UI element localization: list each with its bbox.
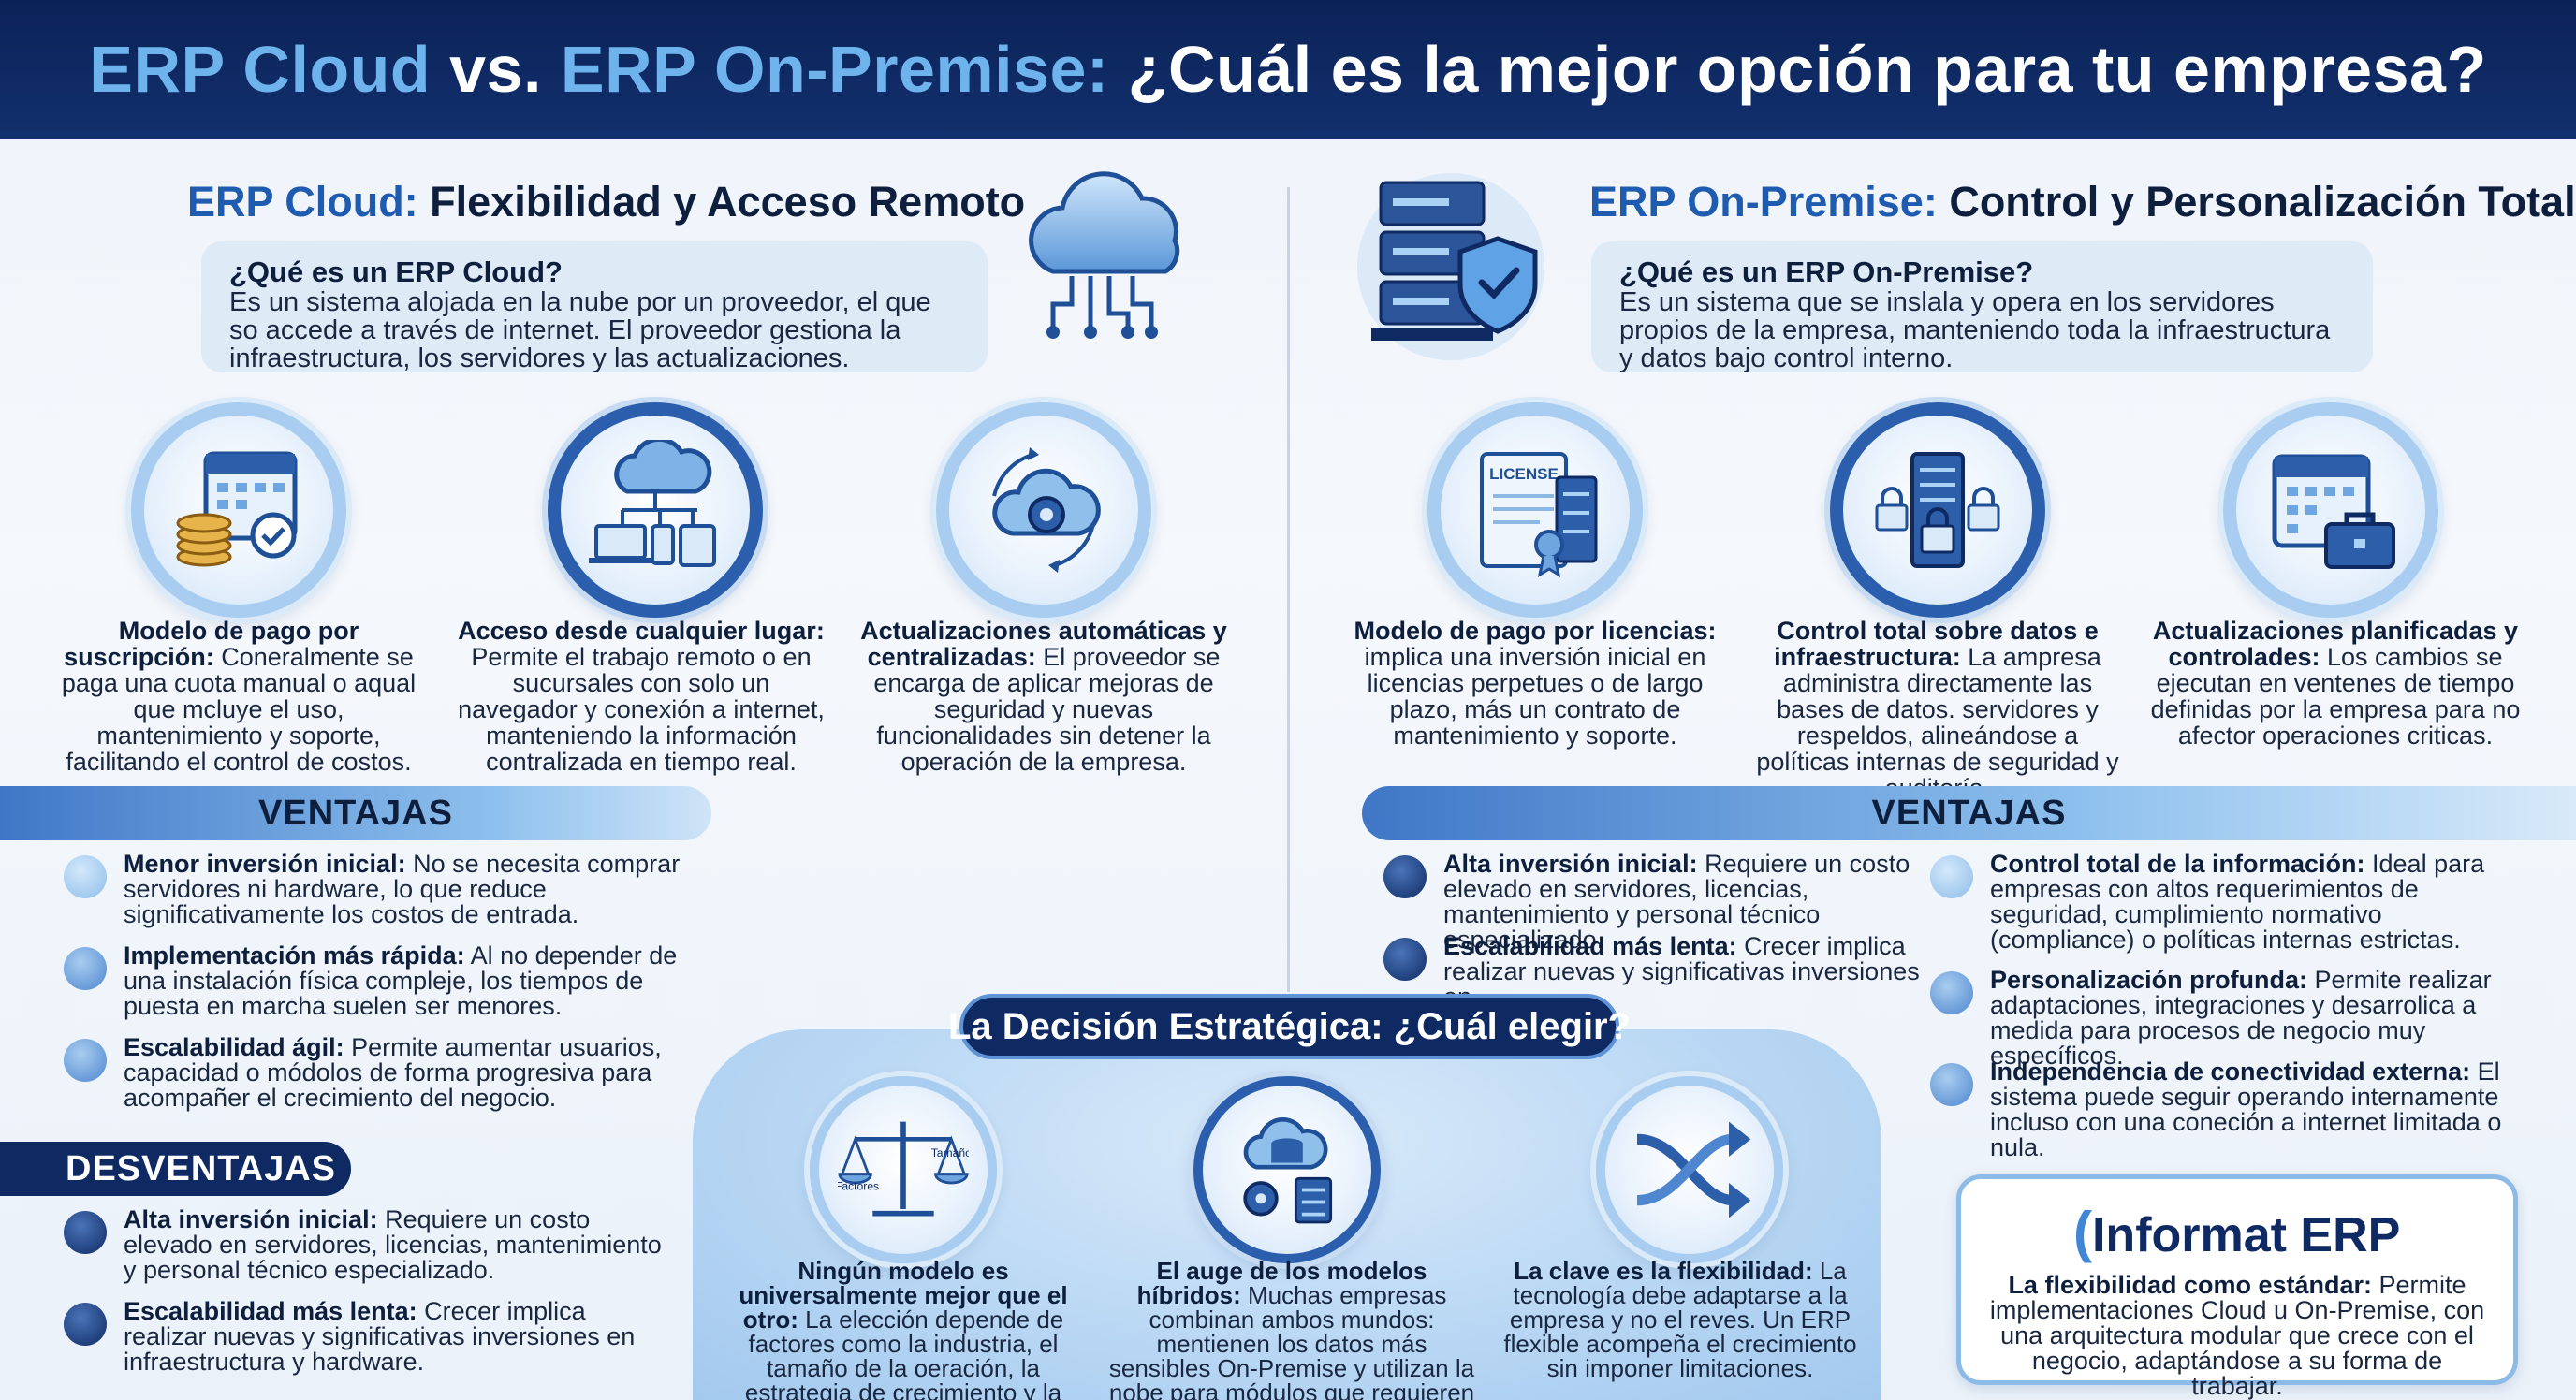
onprem-section-title: ERP On-Premise: Control y Personalizació… xyxy=(1589,178,2576,226)
flexibility-circle xyxy=(1596,1076,1783,1263)
onprem-advantage-item: Escalabilidad más lenta: Crecer implica … xyxy=(1383,934,1936,1010)
onprem-advantage-item: Independencia de conectividad externa: E… xyxy=(1930,1059,2510,1160)
calendar-coins-icon xyxy=(176,451,298,567)
bullet-dot xyxy=(64,1211,107,1254)
server-locks-icon xyxy=(1875,452,2000,568)
cloud-disadvantage-item: Escalabilidad más lenta: Crecer implica … xyxy=(64,1299,663,1375)
remote-access-feature-text: Acceso desde cualquier lugar: Permite el… xyxy=(458,617,825,776)
cloud-section-title: ERP Cloud: Flexibilidad y Acceso Remoto xyxy=(187,178,1026,226)
cloud-definition-text: Es un sistema alojada en la nube por un … xyxy=(229,287,931,373)
hybrid-cloud-server-icon xyxy=(1243,1116,1333,1224)
cloud-network-icon xyxy=(1016,159,1193,374)
data-control-feature-text: Control total sobre datos e infraestruct… xyxy=(1756,617,2119,801)
balance-scale-icon: Factores Tamaño xyxy=(838,1121,969,1217)
cloud-disadvantage-item: Alta inversión inicial: Requiere un cost… xyxy=(64,1207,663,1283)
hybrid-models-circle xyxy=(1193,1076,1381,1263)
bullet-dot xyxy=(1930,971,1973,1014)
planned-updates-circle xyxy=(2223,402,2438,618)
server-shield-icon xyxy=(1348,168,1563,365)
cloud-gear-sync-icon xyxy=(992,447,1101,573)
subscription-feature-text: Modelo de pago por suscripción: Coneralm… xyxy=(61,617,417,776)
bullet-dot xyxy=(64,1303,107,1346)
remote-access-circle xyxy=(548,402,763,618)
cloud-definition-question: ¿Qué es un ERP Cloud? xyxy=(229,255,563,288)
shuffle-arrows-icon xyxy=(1636,1121,1751,1218)
header-banner: ERP Cloud vs. ERP On-Premise: ¿Cuál es l… xyxy=(0,0,2576,139)
cloud-definition-box: ¿Qué es un ERP Cloud? Es un sistema aloj… xyxy=(201,241,988,372)
bullet-dot xyxy=(64,855,107,898)
onprem-advantage-item: Alta inversión inicial: Requiere un cost… xyxy=(1383,852,1936,953)
bullet-dot xyxy=(64,1039,107,1082)
decision-factors-text: Ningún modelo es universalmente mejor qu… xyxy=(739,1257,1068,1400)
scale-right-label: Tamaño xyxy=(931,1146,969,1159)
bullet-dot xyxy=(64,947,107,990)
cloud-advantage-item: Implementación más rápida: Al no depende… xyxy=(64,943,700,1019)
onprem-definition-question: ¿Qué es un ERP On-Premise? xyxy=(1619,255,2034,288)
informat-erp-card: (Informat ERP La flexibilidad como están… xyxy=(1956,1174,2518,1399)
automatic-updates-feature-text: Actualizaciones automáticas y centraliza… xyxy=(860,617,1227,776)
onprem-advantages-header: VENTAJAS xyxy=(1362,786,2576,840)
onprem-definition-box: ¿Qué es un ERP On-Premise? Es un sistema… xyxy=(1591,241,2373,372)
informat-erp-description: La flexibilidad como estándar: Permite i… xyxy=(1989,1271,2485,1400)
scale-left-label: Factores xyxy=(838,1179,879,1192)
hybrid-models-text: El auge de los modelos híbridos: Muchas … xyxy=(1108,1257,1475,1400)
page-title: ERP Cloud vs. ERP On-Premise: ¿Cuál es l… xyxy=(89,32,2486,107)
bullet-dot xyxy=(1383,855,1427,898)
decision-factors-circle: Factores Tamaño xyxy=(810,1076,997,1263)
informat-erp-logo: (Informat ERP xyxy=(2073,1201,2401,1263)
bullet-dot xyxy=(1930,1063,1973,1106)
cloud-advantages-header: VENTAJAS xyxy=(0,786,711,840)
cloud-advantage-item: Menor inversión inicial: No se necesita … xyxy=(64,852,700,927)
title-cloud: ERP Cloud xyxy=(89,33,432,106)
planned-updates-feature-text: Actualizaciones planificadas y controlad… xyxy=(2150,617,2521,750)
onprem-advantage-item: Control total de la información: Ideal p… xyxy=(1930,852,2510,953)
bullet-dot xyxy=(1383,938,1427,981)
license-label: LICENSE xyxy=(1489,465,1559,483)
onprem-advantage-item: Personalización profunda: Permite realiz… xyxy=(1930,968,2510,1069)
data-control-circle xyxy=(1830,402,2045,618)
subscription-payment-circle xyxy=(131,402,346,618)
cloud-advantage-item: Escalabilidad ágil: Permite aumentar usu… xyxy=(64,1035,700,1111)
flexibility-text: La clave es la flexibilidad: La tecnolog… xyxy=(1503,1257,1857,1382)
title-vs: vs. xyxy=(431,33,561,106)
license-feature-text: Modelo de pago por licencias: implica un… xyxy=(1354,617,1717,750)
bullet-dot xyxy=(1930,855,1973,898)
cloud-disadvantages-header: DESVENTAJAS xyxy=(0,1142,351,1196)
center-divider xyxy=(1287,187,1290,992)
calendar-toolbox-icon xyxy=(2272,454,2395,569)
license-payment-circle: LICENSE xyxy=(1427,402,1643,618)
cloud-devices-icon xyxy=(589,440,716,567)
license-document-icon: LICENSE xyxy=(1480,452,1598,578)
decision-section-title: La Decisión Estratégica: ¿Cuál elegir? xyxy=(948,994,1631,1059)
automatic-updates-circle xyxy=(936,402,1151,618)
title-onprem: ERP On-Premise: xyxy=(560,33,1109,106)
title-question: ¿Cuál es la mejor opción para tu empresa… xyxy=(1108,33,2487,106)
onprem-definition-text: Es un sistema que se inslala y opera en … xyxy=(1619,287,2331,373)
